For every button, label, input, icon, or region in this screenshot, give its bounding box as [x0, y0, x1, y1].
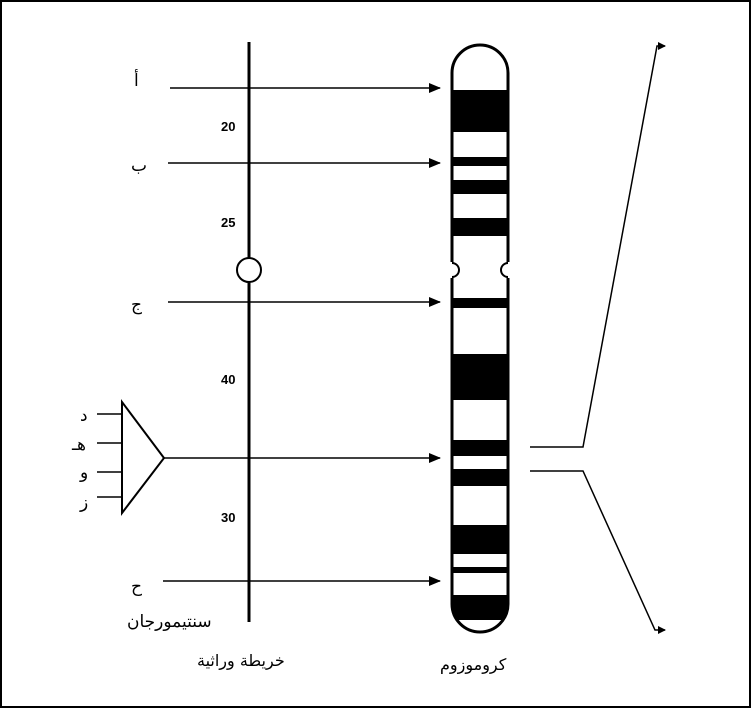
gene-label-d: د — [80, 406, 88, 426]
map-position-20: 20 — [221, 119, 235, 134]
chromosome-band — [452, 298, 508, 308]
gene-label-a: أ — [134, 69, 139, 91]
chromosome-band — [452, 595, 508, 620]
map-position-25: 25 — [221, 215, 235, 230]
gene-label-h: هـ — [71, 435, 86, 455]
chromosome-band — [452, 567, 508, 573]
zoom-line-lower — [530, 470, 666, 634]
chromosome-band — [452, 90, 508, 132]
chromosome-band — [452, 157, 508, 166]
chromosome-outline — [450, 43, 510, 634]
gene-label-b: ب — [131, 156, 147, 176]
caption-genetic-map: خريطة وراثية — [197, 651, 285, 671]
chromosome-band — [452, 218, 508, 236]
chromosome-band — [452, 440, 508, 456]
map-position-40: 40 — [221, 372, 235, 387]
caption-chromosome: كروموزوم — [440, 655, 507, 675]
zoom-line-upper — [530, 42, 666, 448]
chromosome-band — [452, 469, 508, 486]
chromosome — [444, 43, 516, 634]
chromosome-band — [452, 180, 508, 194]
gene-cluster-triangle — [121, 399, 166, 516]
map-position-30: 30 — [221, 510, 235, 525]
gene-label-j: ج — [131, 295, 142, 315]
gene-label-w: و — [79, 463, 88, 483]
map-centromere-marker — [236, 257, 262, 283]
unit-label: سنتيمورجان — [127, 612, 212, 632]
gene-label-z: ز — [79, 493, 88, 513]
chromosome-band — [452, 354, 508, 400]
gene-label-ha: ح — [131, 577, 142, 597]
chromosome-band — [452, 525, 508, 554]
